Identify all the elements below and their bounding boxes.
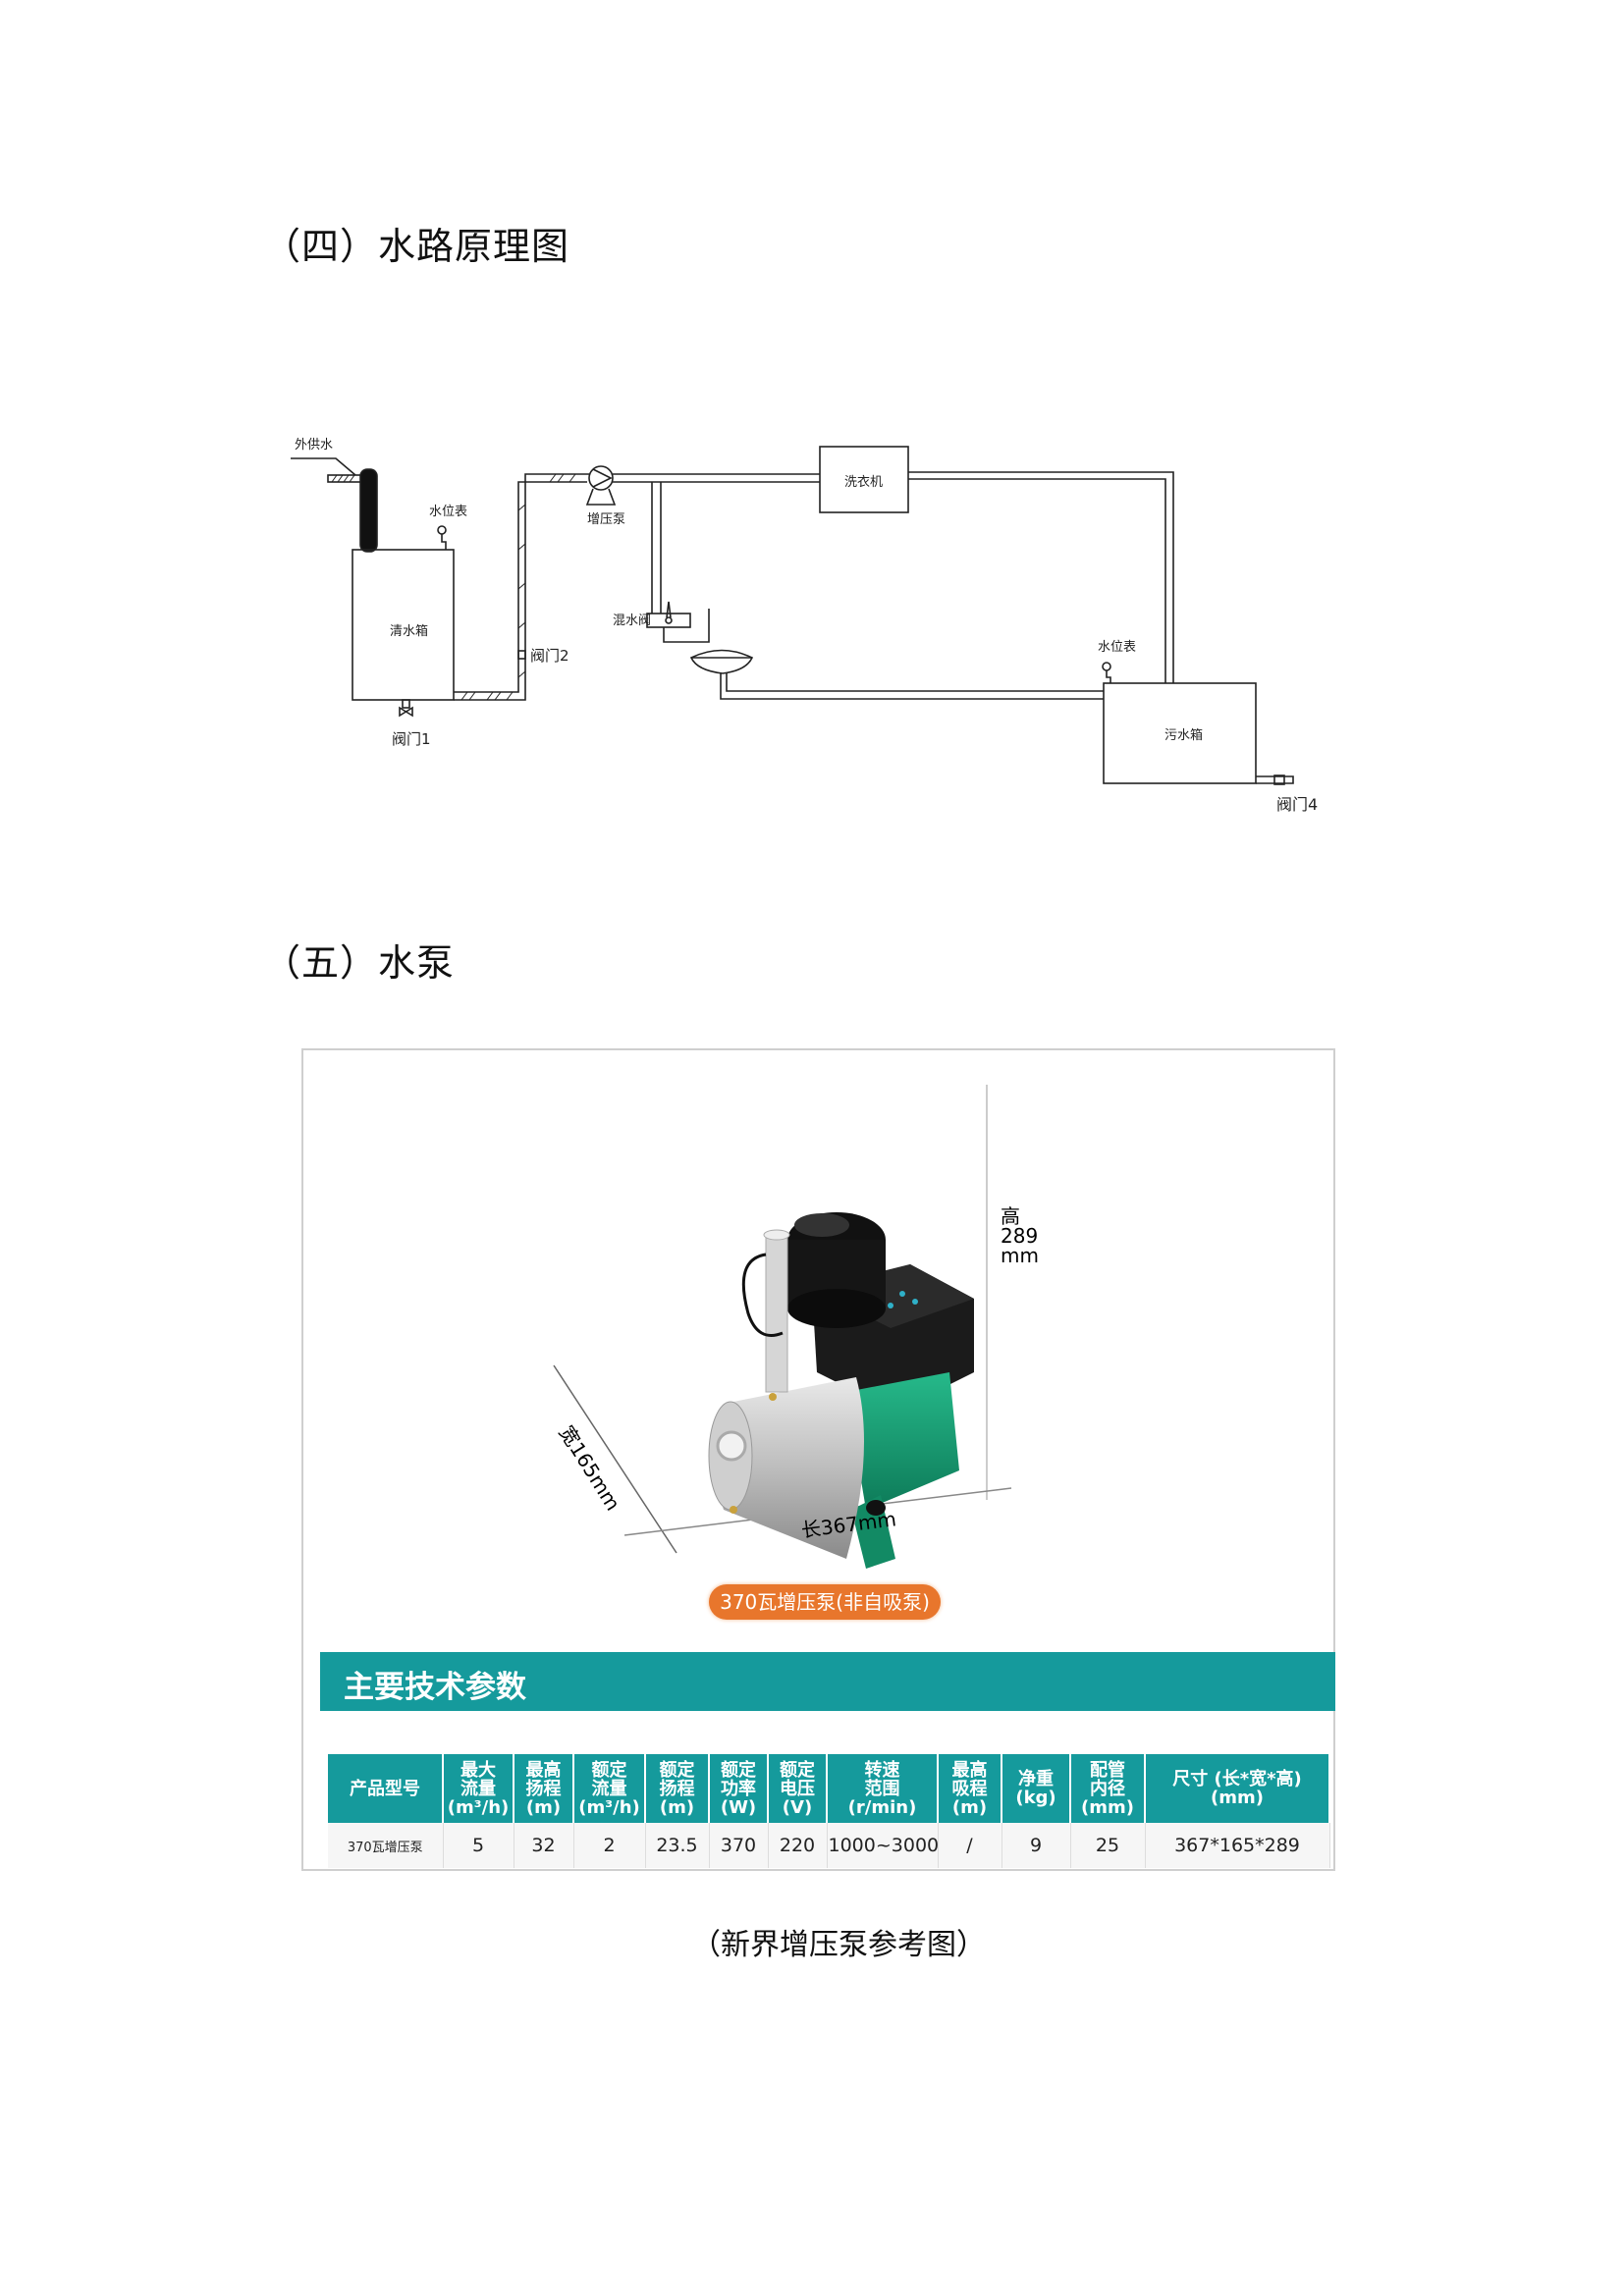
supply-leader-line (291, 457, 356, 476)
inlet-pipe (359, 468, 378, 553)
label-level-gauge-1: 水位表 (429, 505, 467, 519)
valve1-icon (399, 706, 413, 718)
cell-rated-head: 23.5 (645, 1823, 710, 1868)
cell-net-weight: 9 (1001, 1823, 1071, 1868)
cell-max-suction: / (938, 1823, 1002, 1868)
label-booster-pump: 增压泵 (587, 512, 625, 527)
col-max-flow: 最大 流量 (m³/h) (443, 1754, 514, 1823)
specs-header-row: 产品型号 最大 流量 (m³/h) 最高 扬程 (m) 额定 流量 (m³/h)… (328, 1754, 1330, 1823)
section-heading-pump: （五）水泵 (263, 941, 456, 985)
cell-speed-range: 1000~3000 (827, 1823, 939, 1868)
valve2-icon (517, 650, 526, 660)
pump-illustration: 高 289 mm 宽165mm 长367mm (553, 1085, 1039, 1569)
height-label-value: 289 (1001, 1224, 1038, 1248)
cell-rated-voltage: 220 (768, 1823, 828, 1868)
cell-dimensions: 367*165*289 (1145, 1823, 1330, 1868)
faucet-icon (663, 609, 710, 643)
cell-model: 370瓦增压泵 (328, 1823, 444, 1868)
level-gauge-icon (437, 525, 447, 535)
width-dimension-line (553, 1364, 677, 1554)
level-gauge-2-icon (1102, 662, 1111, 671)
mixing-valve-box (646, 613, 691, 628)
height-label-unit: mm (1001, 1244, 1039, 1267)
col-rated-head: 额定 扬程 (m) (645, 1754, 710, 1823)
col-net-weight: 净重 (kg) (1001, 1754, 1071, 1823)
cell-rated-flow: 2 (573, 1823, 646, 1868)
specs-title-band: 主要技术参数 (320, 1652, 1335, 1711)
label-level-gauge-2: 水位表 (1098, 640, 1136, 655)
specs-table: 产品型号 最大 流量 (m³/h) 最高 扬程 (m) 额定 流量 (m³/h)… (328, 1754, 1330, 1868)
green-motor (846, 1372, 959, 1510)
outlet-pipe (765, 1234, 788, 1393)
cable (741, 1253, 784, 1337)
height-label-char: 高 (1001, 1204, 1020, 1228)
steel-pump-body (716, 1377, 864, 1559)
col-rated-voltage: 额定 电压 (V) (768, 1754, 828, 1823)
label-mixing-valve: 混水阀 (613, 614, 651, 628)
col-rated-power: 额定 功率 (W) (709, 1754, 769, 1823)
col-rated-flow: 额定 流量 (m³/h) (573, 1754, 646, 1823)
col-max-head: 最高 扬程 (m) (514, 1754, 574, 1823)
cell-max-head: 32 (514, 1823, 574, 1868)
cell-pipe-diameter: 25 (1070, 1823, 1146, 1868)
booster-pump-icon (588, 465, 614, 491)
valve4-icon (1273, 774, 1285, 785)
model-badge: 370瓦增压泵(非自吸泵) (709, 1584, 941, 1620)
label-valve1: 阀门1 (392, 730, 431, 748)
label-sewage-tank: 污水箱 (1164, 727, 1203, 743)
cell-max-flow: 5 (443, 1823, 514, 1868)
water-circuit-diagram: 外供水 水位表 清水箱 阀门1 阀门2 增压泵 洗衣机 混水阀 水位表 污水箱 … (291, 438, 1318, 814)
sewage-tank (1103, 682, 1257, 784)
col-pipe-diameter: 配管 内径 (mm) (1070, 1754, 1146, 1823)
specs-title: 主要技术参数 (344, 1670, 526, 1705)
label-valve2: 阀门2 (530, 647, 569, 665)
basin-icon (689, 649, 754, 674)
col-dimensions: 尺寸 (长*宽*高) (mm) (1145, 1754, 1330, 1823)
col-model: 产品型号 (328, 1754, 444, 1823)
cell-rated-power: 370 (709, 1823, 769, 1868)
width-label: 宽165mm (555, 1421, 625, 1515)
col-speed-range: 转速 范围 (r/min) (827, 1754, 939, 1823)
mixing-valve-knob-icon (665, 601, 673, 624)
label-clean-tank: 清水箱 (390, 623, 428, 639)
label-washing-machine: 洗衣机 (844, 474, 883, 490)
label-external-supply: 外供水 (295, 438, 333, 453)
figure-caption: （新界增压泵参考图） (691, 1928, 986, 1962)
col-max-suction: 最高 吸程 (m) (938, 1754, 1002, 1823)
section-heading-water-circuit: （四）水路原理图 (263, 225, 570, 268)
table-row: 370瓦增压泵 5 32 2 23.5 370 220 1000~3000 / … (328, 1823, 1330, 1868)
label-valve4: 阀门4 (1276, 795, 1318, 814)
